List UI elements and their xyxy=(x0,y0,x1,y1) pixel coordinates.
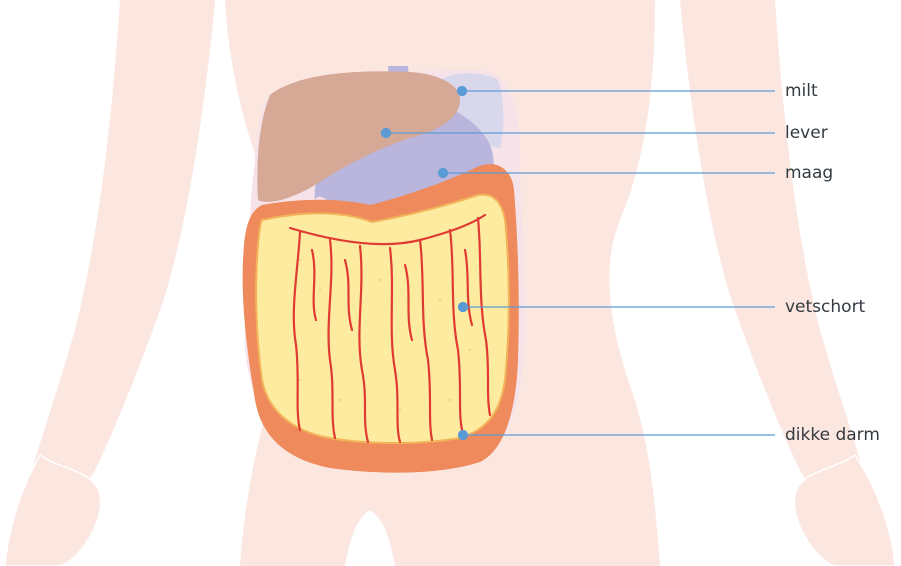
label-maag: maag xyxy=(785,163,833,183)
label-lever: lever xyxy=(785,123,828,143)
organs xyxy=(243,66,525,473)
leader-dot-maag xyxy=(439,169,448,178)
right-arm xyxy=(680,0,880,530)
leader-dot-dikke-darm xyxy=(459,431,468,440)
label-dikke-darm: dikke darm xyxy=(785,425,880,445)
left-arm xyxy=(15,0,215,530)
leader-dot-lever xyxy=(382,129,391,138)
label-milt: milt xyxy=(785,81,818,101)
label-vetschort: vetschort xyxy=(785,297,865,317)
leader-dot-milt xyxy=(458,87,467,96)
leader-dot-vetschort xyxy=(459,303,468,312)
